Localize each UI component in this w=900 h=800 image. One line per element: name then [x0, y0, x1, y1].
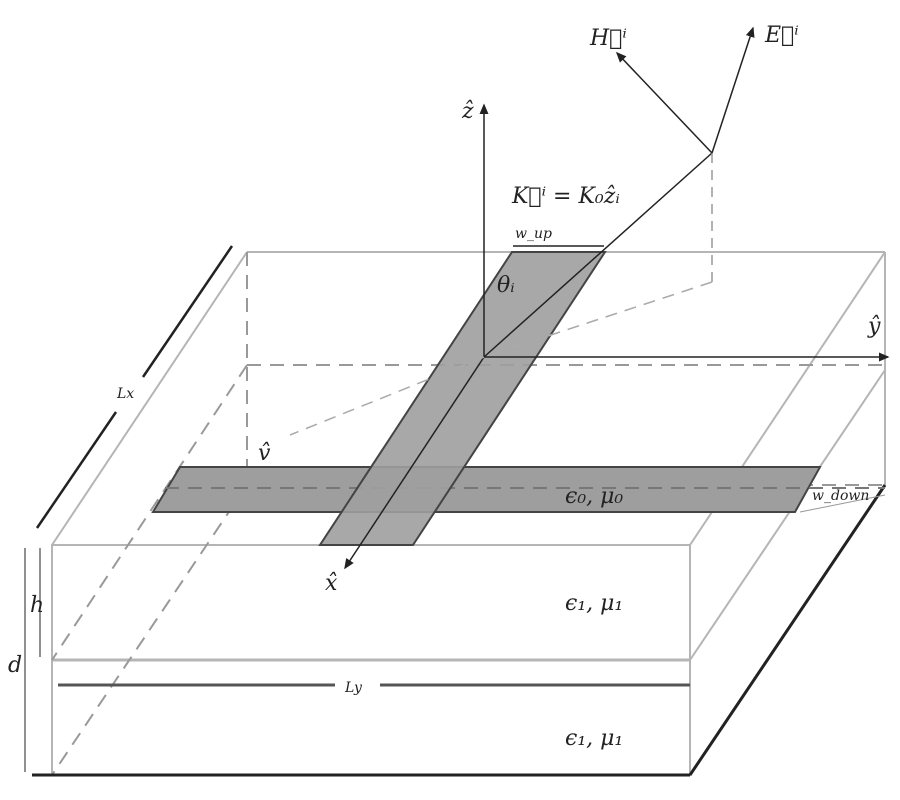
substrate-box [32, 251, 887, 777]
width-down-label: w_down [812, 488, 869, 504]
strip-down [151, 466, 822, 513]
wave-vector-label: K⃗ⁱ = K₀ẑᵢ [511, 184, 620, 209]
e-field-label: E⃗ⁱ [764, 23, 799, 48]
e-field-arrow [711, 26, 755, 154]
v-axis [289, 356, 485, 436]
width-up-label: w_up [515, 226, 552, 242]
x-axis [344, 356, 485, 570]
x-axis-label: x̂ [325, 571, 338, 596]
dimensions [24, 245, 886, 772]
z-axis-label: ẑ [461, 99, 474, 124]
medium-mid-label: ϵ₁, μ₁ [565, 591, 623, 616]
incidence-angle-label: θᵢ [497, 273, 515, 298]
medium-top-label: ϵ₀, μ₀ [565, 484, 623, 509]
v-axis-label: v̂ [258, 441, 271, 466]
incident-ray [483, 152, 713, 358]
length-y-label: Ly [344, 680, 363, 696]
medium-bottom-label: ϵ₁, μ₁ [565, 726, 623, 751]
depth-d-label: d [8, 653, 22, 678]
y-axis-label: ŷ [867, 314, 881, 339]
h-field-label: H⃗ⁱ [589, 26, 627, 51]
height-h-label: h [30, 593, 44, 618]
strip-up [318, 251, 607, 546]
axes [289, 26, 890, 570]
h-field-arrow [615, 51, 713, 154]
length-x-label: Lx [116, 386, 134, 402]
